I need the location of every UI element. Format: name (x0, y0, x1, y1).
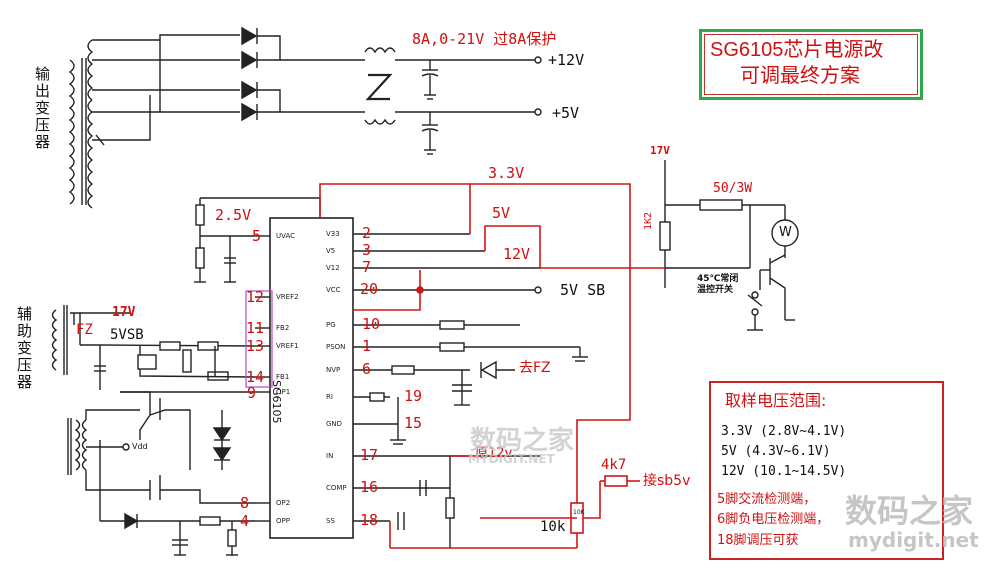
pin-2-number: 2 (362, 224, 372, 242)
range-note-pin6: 6脚负电压检测端， (717, 512, 830, 527)
pin-4-name: OPP (276, 517, 290, 525)
label-3-3v: 3.3V (488, 164, 525, 182)
label-thermo-switch: 45℃常闭温控开关 (697, 274, 739, 295)
pin-7-number: 7 (362, 258, 372, 276)
pin-2-name: V33 (326, 230, 340, 238)
pin-9-number: 9 (247, 384, 257, 402)
pin-5-name: UVAC (276, 232, 296, 240)
label-fan-17v: 17V (650, 144, 670, 157)
label-2-5v: 2.5V (215, 206, 252, 224)
pin-20-number: 20 (360, 280, 379, 298)
pin-1-number: 1 (362, 337, 372, 355)
label-4k7: 4k7 (601, 457, 627, 473)
label-vdd: Vdd (132, 442, 148, 451)
label-aux-17v: 17V (112, 305, 136, 320)
pin-11-name: FB2 (276, 324, 290, 332)
aux-transformer-label: 辅助变压器 (17, 305, 33, 391)
output-transformer-label: 输出变压器 (35, 65, 51, 151)
top-note: 8A,0-21V 过8A保护 (412, 30, 557, 48)
range-note-pin18: 18脚调压可获 (717, 533, 799, 548)
pin-19-number: 19 (404, 387, 423, 405)
pin-12-name: VREF2 (276, 293, 299, 301)
pin-17-number: 17 (360, 446, 379, 464)
range-row-12v: 12V (10.1~14.5V) (721, 464, 847, 479)
pin-13-name: VREF1 (276, 342, 299, 350)
pin-16-number: 16 (360, 478, 379, 496)
output-12v-label: +12V (548, 51, 585, 69)
pin-18-name: SS (326, 517, 335, 525)
output-5v-label: +5V (552, 104, 580, 122)
label-10k: 10k (540, 519, 566, 535)
pin-16-name: COMP (326, 484, 347, 492)
pin-11-number: 11 (246, 319, 265, 337)
pin-1-name: PSON (326, 343, 346, 351)
pin-19-name: RI (326, 393, 333, 401)
pin-14-name: FB1 (276, 373, 290, 381)
pin-4-number: 4 (240, 512, 250, 530)
label-fz: FZ (76, 322, 93, 338)
label-orig-12v: 原12v (475, 446, 513, 461)
range-title: 取样电压范围: (725, 391, 827, 410)
label-to-sb5v: 接sb5v (643, 473, 691, 489)
title-box: SG6105芯片电源改 可调最终方案 (699, 29, 923, 100)
pin-18-number: 18 (360, 511, 379, 529)
label-pot: 10K (573, 509, 585, 516)
pin-20-name: VCC (326, 286, 341, 294)
pin-15-name: GND (326, 420, 343, 428)
pin-5-number: 5 (252, 227, 262, 245)
watermark-center: 数码之家 (470, 426, 575, 456)
pin-12-number: 12 (246, 288, 265, 306)
fan-icon: W (779, 225, 792, 240)
pin-8-number: 8 (240, 494, 250, 512)
pin-3-number: 3 (362, 241, 372, 259)
watermark-corner: 数码之家 (845, 492, 974, 530)
label-to-fz: 去FZ (519, 360, 551, 376)
title-line2: 可调最终方案 (740, 65, 860, 87)
label-aux-5vsb: 5VSB (110, 327, 144, 343)
pin-6-number: 6 (362, 360, 372, 378)
title-line1: SG6105芯片电源改 (710, 39, 884, 61)
pin-17-name: IN (326, 452, 334, 460)
pin-7-name: V12 (326, 264, 340, 272)
pin-10-number: 10 (362, 315, 381, 333)
watermark-center-url: MYDIGIT.NET (468, 452, 555, 466)
pin-15-number: 15 (404, 414, 423, 432)
ic-name: SG6105 (270, 380, 283, 424)
pin-9-name: OP1 (276, 388, 291, 396)
range-row-3v3: 3.3V (2.8V~4.1V) (721, 424, 847, 439)
label-5v-sb: 5V SB (560, 281, 606, 299)
label-5v: 5V (492, 204, 511, 222)
label-50-3w: 50/3W (713, 181, 753, 196)
range-row-5v: 5V (4.3V~6.1V) (721, 444, 831, 459)
watermark-corner-url: mydigit.net (848, 528, 979, 552)
label-1k2: 1K2 (643, 211, 654, 230)
range-note-pin5: 5脚交流检测端， (717, 492, 817, 507)
label-12v: 12V (503, 245, 531, 263)
pin-10-name: PG (326, 321, 336, 329)
pin-6-name: NVP (326, 366, 341, 374)
pin-13-number: 13 (246, 337, 265, 355)
pin-3-name: V5 (326, 247, 336, 255)
sampling-range-box: 取样电压范围: 3.3V (2.8V~4.1V) 5V (4.3V~6.1V) … (709, 381, 944, 560)
pin-8-name: OP2 (276, 499, 291, 507)
pin-14-number: 14 (246, 368, 265, 386)
